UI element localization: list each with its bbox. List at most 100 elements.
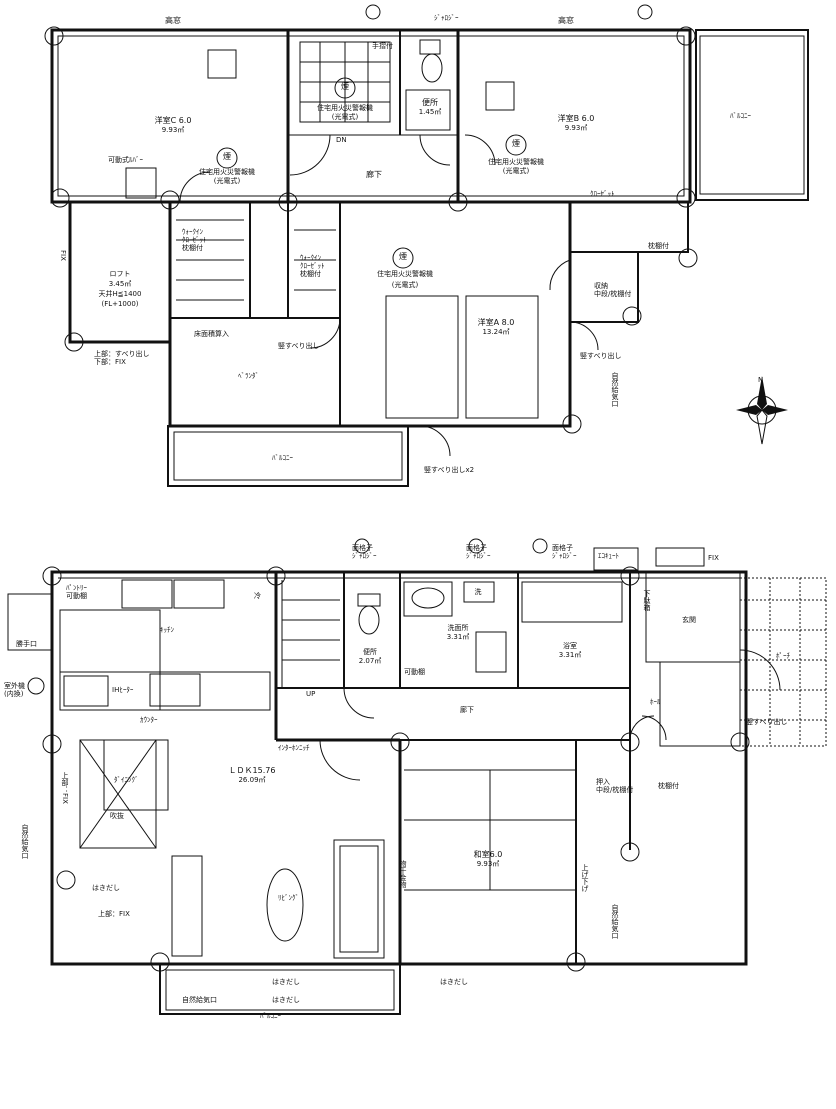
- back-door-label: 勝手口: [16, 640, 37, 648]
- loft-name: ロフト: [109, 270, 131, 278]
- interphone-label: ｲﾝﾀｰﾎﾝﾆｯﾁ: [278, 744, 310, 752]
- alarm-label: 住宅用火災警報機: [199, 168, 255, 176]
- porch-label: ﾎﾟｰﾁ: [776, 652, 790, 660]
- top-fix-label: 上部：FIX: [61, 772, 69, 804]
- ground-floor-walls: [7, 538, 827, 1015]
- alarm-type: (光電式): [213, 177, 241, 185]
- shoe-box-label: 下駄箱: [643, 590, 651, 611]
- smoke-symbol: 煙: [399, 252, 407, 261]
- veranda-label: ﾍﾞﾗﾝﾀﾞ: [238, 372, 259, 380]
- hallway-label: 廊下: [366, 170, 382, 179]
- dining-label: ﾀﾞｲﾆﾝｸﾞ: [114, 776, 139, 784]
- high-window-label: 高窓: [558, 16, 574, 25]
- toilet-area: 2.07㎡: [358, 657, 382, 665]
- window-lattice-label: 面格子 ｼﾞｬﾛｼﾞｰ: [352, 544, 377, 560]
- balcony-label: ﾊﾞﾙｺﾆｰ: [730, 112, 751, 120]
- bath-name: 浴室: [563, 642, 577, 650]
- slide-window-label: 竪すべり出し: [580, 352, 622, 360]
- top-fix-label: 上部：FIX: [98, 910, 130, 918]
- balcony-label: ﾊﾞﾙｺﾆｰ: [260, 1012, 281, 1020]
- atrium-label: 吹抜: [110, 812, 124, 820]
- compass-north: N: [758, 376, 764, 384]
- bath-area: 3.31㎡: [558, 651, 582, 659]
- dn-label: DN: [336, 136, 347, 144]
- sweep-out-label: はきだし: [272, 996, 300, 1004]
- fix-label: FIX: [59, 250, 67, 261]
- slide-window-x2-label: 竪すべり出しx2: [424, 466, 475, 474]
- washroom-name: 洗面所: [447, 624, 469, 632]
- fridge-label: 冷: [254, 592, 261, 600]
- walkin-closet-label: ｳｫｰｸｲﾝ ｸﾛｰｾﾞｯﾄ 枕棚付: [182, 228, 207, 252]
- room-a-area: 13.24㎡: [482, 328, 510, 336]
- ldk-name: ＬＤＫ15.76: [228, 766, 276, 775]
- loft-fl: (FL+1000): [101, 300, 139, 308]
- washitsu-name: 和室6.0: [473, 850, 503, 859]
- hall-label: ﾎｰﾙ: [650, 698, 661, 706]
- vent-inlet-label: 自然給気口: [182, 996, 217, 1004]
- fix-label: FIX: [708, 554, 719, 562]
- counter-label: ｶｳﾝﾀｰ: [140, 716, 158, 724]
- drying-rack-label: 物干金物: [399, 860, 407, 888]
- loft-area: 3.45㎡: [108, 280, 132, 288]
- alarm-type: (光電式): [391, 281, 419, 289]
- storage-label: 収納 中段/枕棚付: [594, 282, 632, 298]
- floor-area-note: 床面積算入: [194, 330, 229, 338]
- shelf-label: 枕棚付: [658, 782, 679, 790]
- walkin-closet-label: ｳｫｰｸｲﾝ ｸﾛｰｾﾞｯﾄ 枕棚付: [300, 254, 325, 278]
- alarm-label: 住宅用火災警報機: [488, 158, 544, 166]
- high-window-label: 高窓: [165, 16, 181, 25]
- toilet-name: 便所: [422, 98, 438, 107]
- closet-label: ｸﾛｰｾﾞｯﾄ: [590, 190, 615, 198]
- toilet-area: 1.45㎡: [418, 108, 442, 116]
- room-b-name: 洋室B 6.0: [557, 114, 595, 123]
- smoke-symbol: 煙: [512, 139, 520, 148]
- vent-inlet-label: 自然給気口: [21, 824, 29, 859]
- vent-label: 可動式ﾙﾊﾞｰ: [108, 156, 143, 164]
- washroom-area: 3.31㎡: [446, 633, 470, 641]
- sweep-out-label: はきだし: [272, 978, 300, 986]
- vent-inlet-label: 自然給気口: [611, 372, 619, 407]
- kitchen-label: ｷｯﾁﾝ: [160, 626, 174, 634]
- wash-label: 洗: [474, 588, 482, 596]
- storage-label: 押入 中段/枕棚付: [596, 778, 634, 794]
- sweep-out-label: はきだし: [440, 978, 468, 986]
- room-c-name: 洋室C 6.0: [154, 116, 192, 125]
- jalousie-label: ｼﾞｬﾛｼﾞｰ: [434, 14, 459, 22]
- ih-label: IHﾋｰﾀｰ: [112, 686, 134, 694]
- ldk-area: 26.09㎡: [238, 776, 266, 784]
- loft-note: 上部：すべり出し 下部：FIX: [94, 350, 150, 366]
- entrance-label: 玄関: [682, 616, 696, 624]
- balcony-label: ﾊﾞﾙｺﾆｰ: [272, 454, 293, 462]
- sliding-door-label: 上げ下げ: [581, 864, 589, 892]
- stairs-up-label: UP: [306, 690, 316, 698]
- hallway-label: 廊下: [460, 706, 474, 714]
- room-a-name: 洋室A 8.0: [477, 318, 515, 327]
- shelf-label: 枕棚付: [648, 242, 669, 250]
- window-lattice-label: 面格子 ｼﾞｬﾛｼﾞｰ: [466, 544, 491, 560]
- window-lattice-label: 面格子 ｼﾞｬﾛｼﾞｰ: [552, 544, 577, 560]
- slide-window-label: 竪すべり出し: [278, 342, 320, 350]
- heat-pump-label: 室外機 (内換): [4, 682, 25, 698]
- washitsu-area: 9.93㎡: [476, 860, 500, 868]
- sweep-out-label: はきだし: [92, 884, 120, 892]
- upper-floor-walls: [44, 4, 809, 487]
- smoke-symbol: 煙: [341, 82, 349, 91]
- movable-shelf-label: 可動棚: [404, 668, 425, 676]
- compass-rose: [736, 376, 788, 445]
- pantry-label: ﾊﾟﾝﾄﾘｰ 可動棚: [66, 584, 87, 600]
- slide-window-label: 竪すべり出し: [746, 718, 788, 726]
- loft-ceiling: 天井H≦1400: [98, 290, 142, 298]
- alarm-label: 住宅用火災警報機: [317, 104, 373, 112]
- alarm-type: (光電式): [331, 113, 359, 121]
- alarm-type: (光電式): [502, 167, 530, 175]
- vent-inlet-label: 自然給気口: [611, 904, 619, 939]
- eco-cute-label: ｴｺｷｭｰﾄ: [598, 552, 619, 560]
- toilet-name: 便所: [363, 648, 377, 656]
- alarm-label: 住宅用火災警報機: [377, 270, 433, 278]
- smoke-symbol: 煙: [223, 152, 231, 161]
- room-b-area: 9.93㎡: [564, 124, 588, 132]
- room-c-area: 9.93㎡: [161, 126, 185, 134]
- living-label: ﾘﾋﾞﾝｸﾞ: [278, 894, 299, 902]
- handrail-label: 手摺付: [372, 42, 393, 50]
